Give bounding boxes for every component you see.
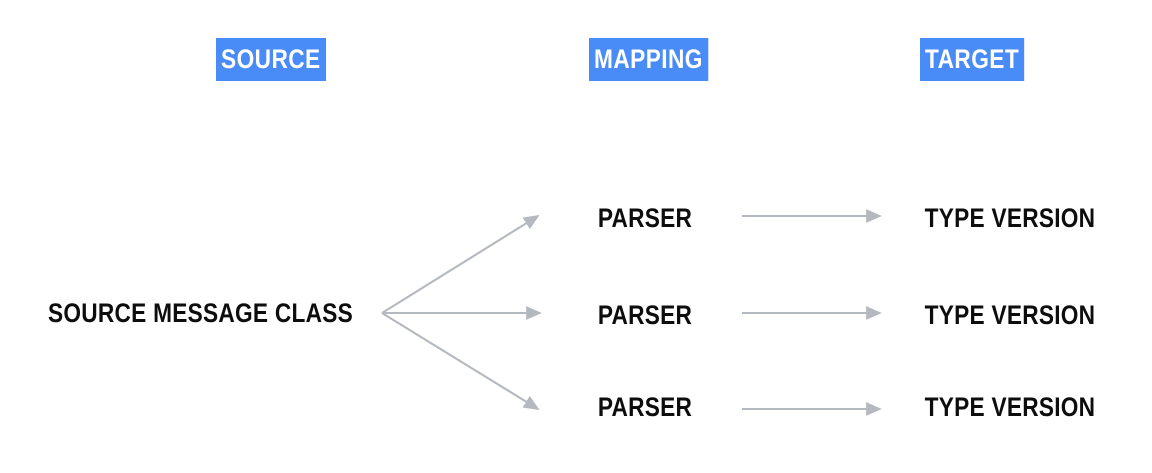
node-parser-2: PARSER — [597, 300, 693, 330]
column-header-target: TARGET — [920, 38, 1025, 81]
edge-source-to-parser-3 — [381, 312, 540, 410]
edge-source-to-parser-1 — [381, 215, 540, 314]
column-header-source: SOURCE — [216, 38, 326, 81]
node-parser-3: PARSER — [597, 392, 693, 422]
node-type-version-2: TYPE VERSION — [924, 300, 1096, 330]
node-parser-1: PARSER — [597, 203, 693, 233]
node-type-version-1: TYPE VERSION — [924, 203, 1096, 233]
node-source-message-class: SOURCE MESSAGE CLASS — [48, 298, 353, 328]
column-header-mapping: MAPPING — [589, 38, 708, 81]
node-type-version-3: TYPE VERSION — [924, 392, 1096, 422]
